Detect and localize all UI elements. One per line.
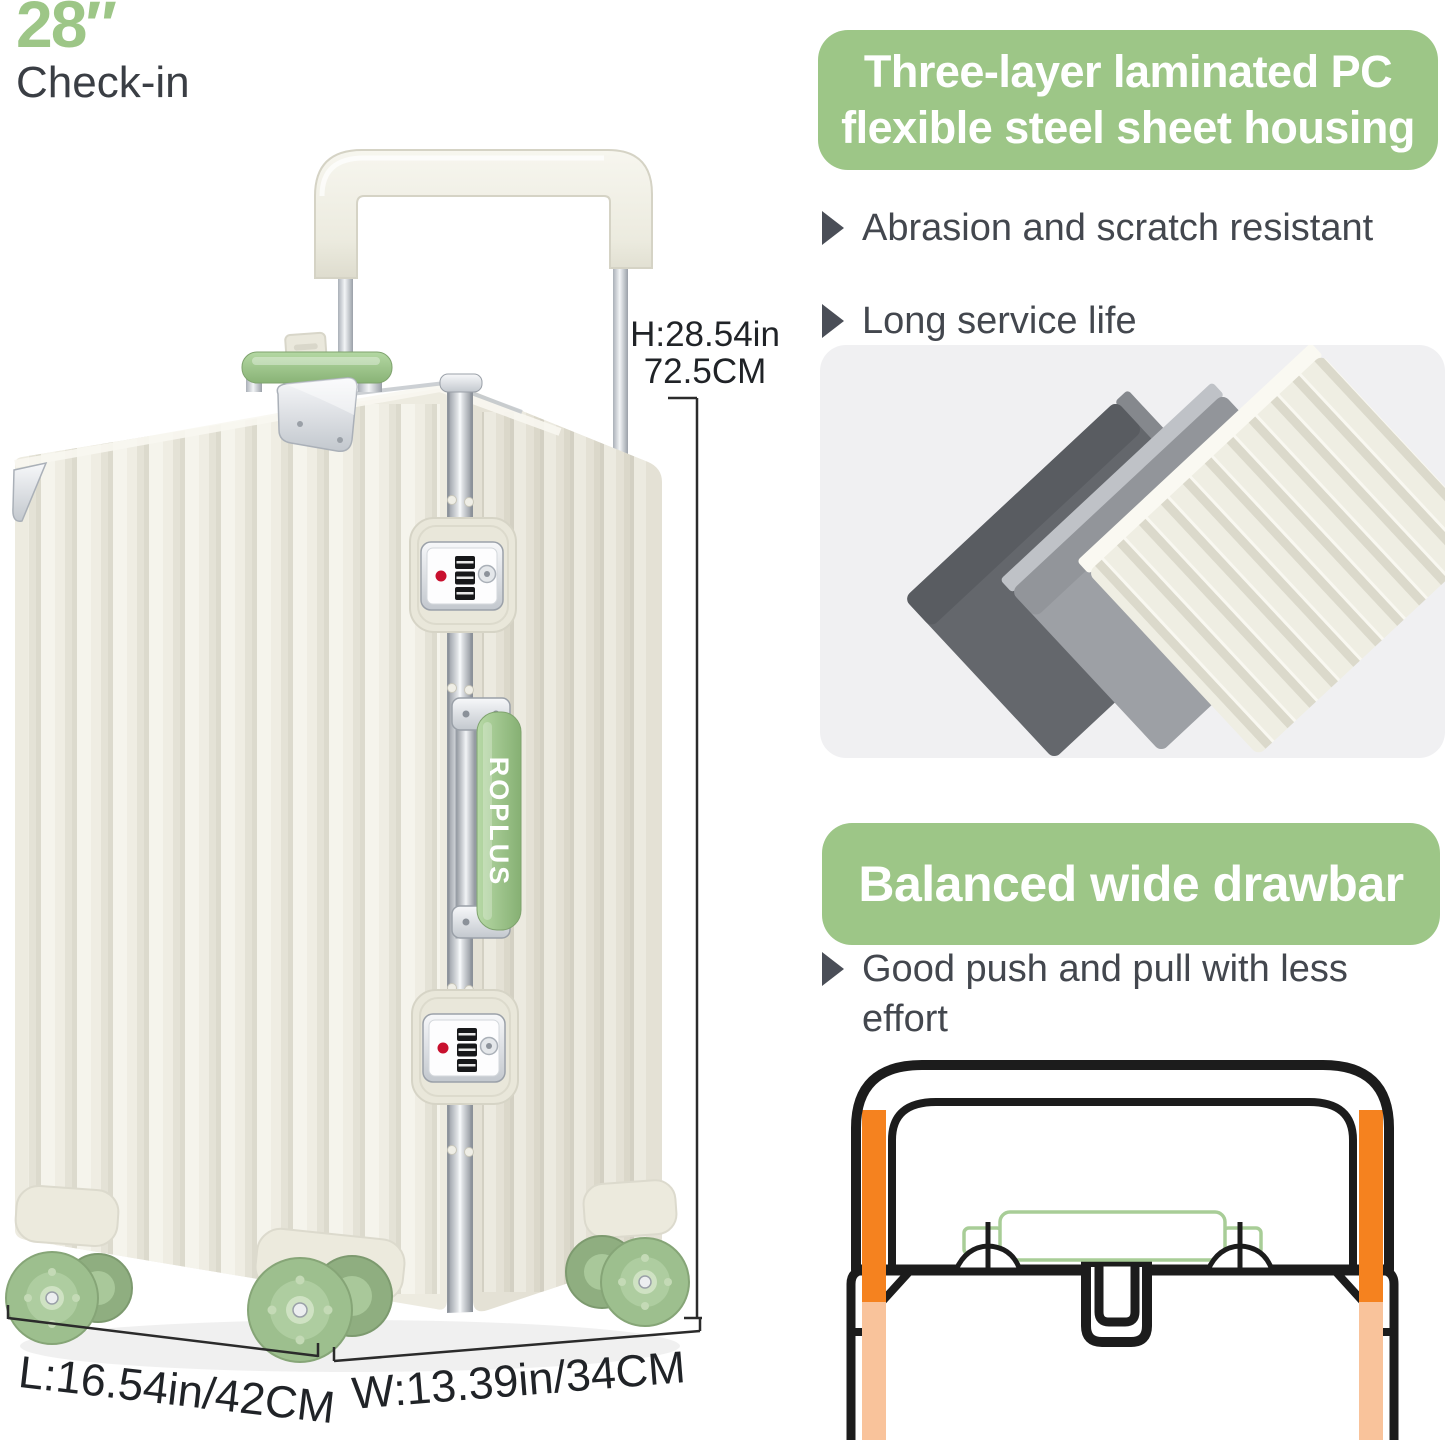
feature-bullet-push-pull: Good push and pull with less effort (822, 944, 1422, 1044)
dimension-line-length (6, 1305, 320, 1358)
top-handle (241, 351, 393, 392)
feature-title-housing: Three-layer laminated PC flexible steel … (818, 30, 1438, 170)
dimension-line-width (332, 1317, 702, 1363)
dimension-lines (6, 396, 702, 1363)
diagram-mechanism (952, 1210, 1276, 1273)
bullet-text: Long service life (862, 300, 1137, 342)
drawbar-diagram (846, 1060, 1399, 1440)
height-dimension-label: H:28.54in 72.5CM (600, 316, 810, 390)
diagram-handle-outline (851, 1060, 1394, 1275)
bullet-triangle-icon (822, 304, 844, 338)
feature-title-housing-line2: flexible steel sheet housing (841, 102, 1415, 153)
feature-bullet-service-life: Long service life (822, 296, 1137, 346)
sheet-ribbed-light (1078, 345, 1445, 753)
bullet-text: Abrasion and scratch resistant (862, 207, 1374, 249)
tsa-lock-bottom (411, 989, 519, 1105)
bullet-triangle-icon (822, 211, 844, 245)
side-handle-brand: ROPLUS (484, 757, 514, 888)
feature-bullet-abrasion: Abrasion and scratch resistant (822, 203, 1373, 253)
side-handle: ROPLUS (451, 697, 522, 939)
spinner-wheels (5, 1235, 690, 1363)
height-inches: H:28.54in (630, 315, 780, 354)
size-type-label: Check-in (16, 58, 190, 108)
dimension-line-height (668, 396, 702, 1320)
height-cm: 72.5CM (643, 352, 767, 391)
wheel-center (247, 1255, 393, 1363)
size-badge: 28″ Check-in (16, 0, 190, 105)
tsa-lock-top (409, 517, 517, 633)
bullet-triangle-icon (822, 952, 844, 986)
diagram-drawbar-tubes (862, 1110, 1383, 1440)
diagram-center-notch (1081, 1257, 1152, 1347)
suitcase-illustration: ROPLUS (5, 149, 702, 1372)
material-layers-image (907, 345, 1445, 757)
case-left-face (15, 388, 447, 1310)
feature-title-drawbar-line1: Balanced wide drawbar (858, 856, 1404, 912)
floor-shadow (20, 1320, 680, 1372)
material-layers-panel (820, 345, 1445, 758)
size-value: 28″ (16, 0, 117, 61)
corner-cap-left (12, 461, 48, 522)
wheel-right (565, 1235, 690, 1327)
bullet-text: Good push and pull with less effort (862, 948, 1348, 1040)
top-rim (14, 383, 562, 468)
feature-title-drawbar: Balanced wide drawbar (822, 823, 1440, 945)
trolley-handle (314, 149, 653, 279)
corner-guard (276, 377, 358, 453)
feature-title-housing-line1: Three-layer laminated PC (863, 46, 1393, 97)
